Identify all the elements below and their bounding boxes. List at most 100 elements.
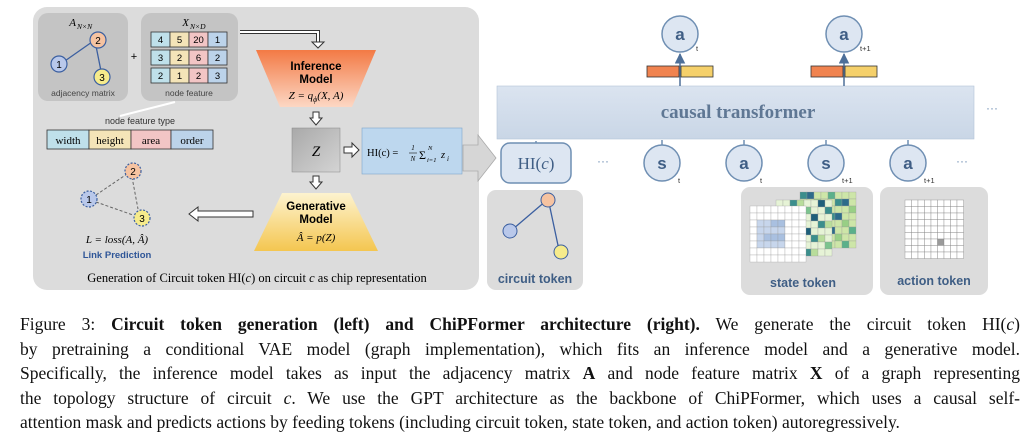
inference-title-2: Model (299, 74, 332, 86)
state-cell (777, 219, 786, 228)
state-cell (799, 191, 808, 200)
token-subscript: t (760, 176, 763, 185)
state-cell (784, 240, 793, 249)
action-cell (950, 225, 958, 233)
state-cell (810, 220, 819, 229)
state-cell (777, 233, 786, 242)
action-cell (917, 212, 925, 220)
state-cell (841, 205, 850, 214)
state-cell (848, 205, 857, 214)
action-cell (943, 225, 951, 233)
action-cell (950, 238, 958, 246)
state-cell (791, 254, 800, 263)
adjacency-matrix-box: A N×N 2 1 3 adjacency matrix (38, 13, 128, 101)
state-cell (777, 212, 786, 221)
state-cell (784, 219, 793, 228)
causal-transformer (496, 85, 975, 140)
state-cell (834, 212, 843, 221)
action-cell (904, 251, 912, 259)
caption-text: We generate the circuit token HI( (699, 314, 1007, 334)
caption-text: c (1006, 314, 1015, 334)
matrix-cell-value: 2 (215, 53, 220, 64)
state-cell (784, 247, 793, 256)
token-circle-a (889, 144, 927, 182)
action-cell (911, 232, 919, 240)
action-cell (956, 251, 964, 259)
state-cell (824, 220, 833, 229)
action-cell (911, 238, 919, 246)
state-cell (848, 191, 857, 200)
caption-text: by pretraining a conditional VAE model (… (20, 338, 1020, 359)
hi-formula-sum-top: N (427, 145, 433, 152)
state-cell (810, 227, 819, 236)
action-cell (943, 212, 951, 220)
state-cell (798, 219, 807, 228)
state-cell (770, 233, 779, 242)
action-cell (924, 199, 932, 207)
state-cell (798, 233, 807, 242)
action-cell (943, 206, 951, 214)
matrix-cell-value: 2 (158, 71, 163, 82)
state-cell (841, 233, 850, 242)
state-cell (824, 206, 833, 215)
generative-title: Generative (286, 201, 345, 213)
output-letter: a (839, 25, 849, 44)
caption-line: Specifically, the inference model takes … (20, 361, 1020, 386)
action-cell (937, 219, 945, 227)
transformer-ellipsis: ··· (986, 101, 998, 115)
pred-node-3 (133, 209, 151, 227)
state-cell (841, 191, 850, 200)
state-cell (798, 205, 807, 214)
action-cell (911, 199, 919, 207)
state-cell (806, 191, 815, 200)
action-cell (924, 225, 932, 233)
link-prediction-label: Link Prediction (83, 250, 152, 261)
action-cell (924, 206, 932, 214)
caption-text: Figure 3: (20, 314, 112, 334)
action-cell (917, 232, 925, 240)
state-cell (817, 213, 826, 222)
state-cell (763, 247, 772, 256)
matrix-cell-value: 1 (177, 71, 182, 82)
output-embed-orange (646, 65, 680, 78)
state-cell (817, 206, 826, 215)
adjacency-title: A (68, 17, 76, 29)
matrix-cell-value: 3 (215, 71, 220, 82)
state-cell (791, 212, 800, 221)
action-cell (930, 219, 938, 227)
output-embed-yellow (680, 65, 714, 78)
action-cell (930, 232, 938, 240)
state-cell (848, 240, 857, 249)
token-subscript: t+1 (842, 176, 853, 185)
token-letter: a (739, 154, 749, 173)
caption-text: Circuit token generation (left) and ChiP… (111, 314, 700, 334)
state-cell (791, 247, 800, 256)
output-letter: a (675, 25, 685, 44)
output-subscript: t (696, 44, 699, 53)
state-cell (749, 212, 758, 221)
adj-node-3 (93, 68, 111, 86)
state-cell (848, 233, 857, 242)
action-cell (924, 219, 932, 227)
adjacency-label: adjacency matrix (51, 88, 116, 98)
state-cell (770, 240, 779, 249)
feature-type-label-order: order (180, 135, 204, 147)
state-cell (749, 233, 758, 242)
action-token-card: action token (880, 187, 988, 295)
token-letter: s (657, 154, 666, 173)
token-circle-s (643, 144, 681, 182)
state-cell (777, 205, 786, 214)
action-cell (924, 212, 932, 220)
caption-text: of a graph representing (822, 363, 1020, 383)
feature-type-label-area: area (142, 135, 160, 147)
state-cell (841, 240, 850, 249)
state-cell (810, 248, 819, 257)
action-cell (904, 199, 912, 207)
state-cell (763, 233, 772, 242)
state-cell (784, 226, 793, 235)
action-cell (956, 245, 964, 253)
action-cell (924, 245, 932, 253)
caption-line: Figure 3: Circuit token generation (left… (20, 312, 1020, 337)
